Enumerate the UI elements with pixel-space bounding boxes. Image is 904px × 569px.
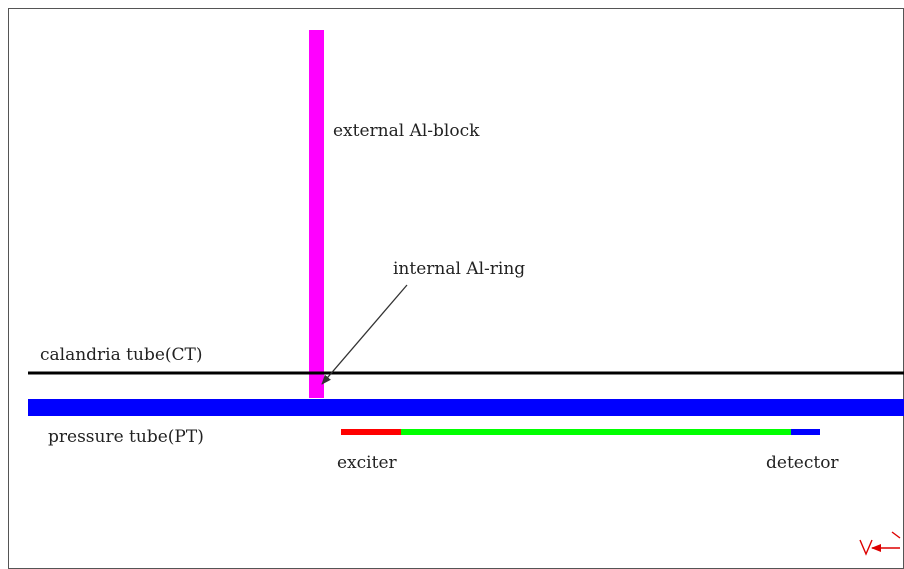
red-arrow-glyph-icon — [859, 531, 901, 556]
internal-al-ring-label: internal Al-ring — [393, 259, 525, 279]
arrow-down-left-icon — [321, 284, 408, 385]
pressure-tube-band — [28, 399, 904, 416]
pressure-tube-label: pressure tube(PT) — [48, 427, 204, 447]
external-al-block — [309, 30, 324, 398]
span-segment — [401, 429, 791, 435]
detector-segment — [791, 429, 820, 435]
exciter-label: exciter — [337, 453, 397, 473]
detector-label: detector — [766, 453, 839, 473]
calandria-tube-label: calandria tube(CT) — [40, 345, 203, 365]
exciter-segment — [341, 429, 401, 435]
external-al-block-label: external Al-block — [333, 121, 480, 141]
diagram-frame — [8, 8, 904, 569]
